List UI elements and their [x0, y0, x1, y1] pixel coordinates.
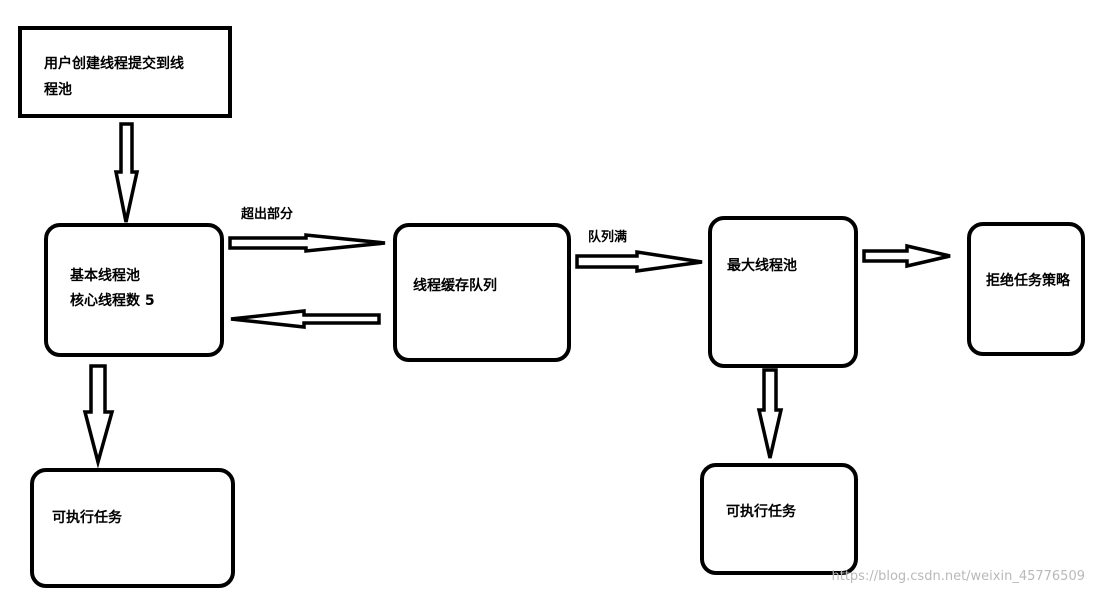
edge-label-queue-full: 队列满 — [588, 229, 627, 245]
node-exec-left-label: 可执行任务 — [52, 509, 123, 526]
arrow-submit-to-core — [113, 122, 140, 223]
arrow-queue-to-core — [230, 309, 381, 329]
node-exec-right: 可执行任务 — [700, 463, 858, 575]
arrow-max-to-reject — [862, 243, 951, 269]
node-core-pool: 基本线程池 核心线程数 5 — [44, 223, 224, 357]
node-max-label: 最大线程池 — [727, 257, 797, 274]
node-reject: 拒绝任务策略 — [967, 222, 1085, 356]
node-submit-line-2: 程池 — [44, 81, 72, 98]
edge-label-overflow: 超出部分 — [241, 206, 293, 222]
arrow-core-to-exec-left — [82, 364, 115, 469]
node-exec-left: 可执行任务 — [30, 468, 235, 588]
arrow-queue-to-max — [575, 249, 703, 274]
node-queue-label: 线程缓存队列 — [413, 277, 497, 294]
node-max-pool: 最大线程池 — [708, 216, 858, 368]
watermark: https://blog.csdn.net/weixin_45776509 — [831, 569, 1085, 584]
node-core-line-1: 基本线程池 — [70, 267, 140, 284]
node-submit: 用户创建线程提交到线 程池 — [18, 26, 232, 118]
arrow-core-to-queue — [228, 233, 386, 253]
node-submit-line-1: 用户创建线程提交到线 — [44, 55, 184, 72]
node-exec-right-label: 可执行任务 — [726, 503, 797, 520]
node-reject-label: 拒绝任务策略 — [986, 272, 1071, 289]
node-queue: 线程缓存队列 — [393, 223, 571, 362]
arrow-max-to-exec-right — [756, 368, 784, 459]
node-core-line-2: 核心线程数 5 — [70, 292, 155, 309]
